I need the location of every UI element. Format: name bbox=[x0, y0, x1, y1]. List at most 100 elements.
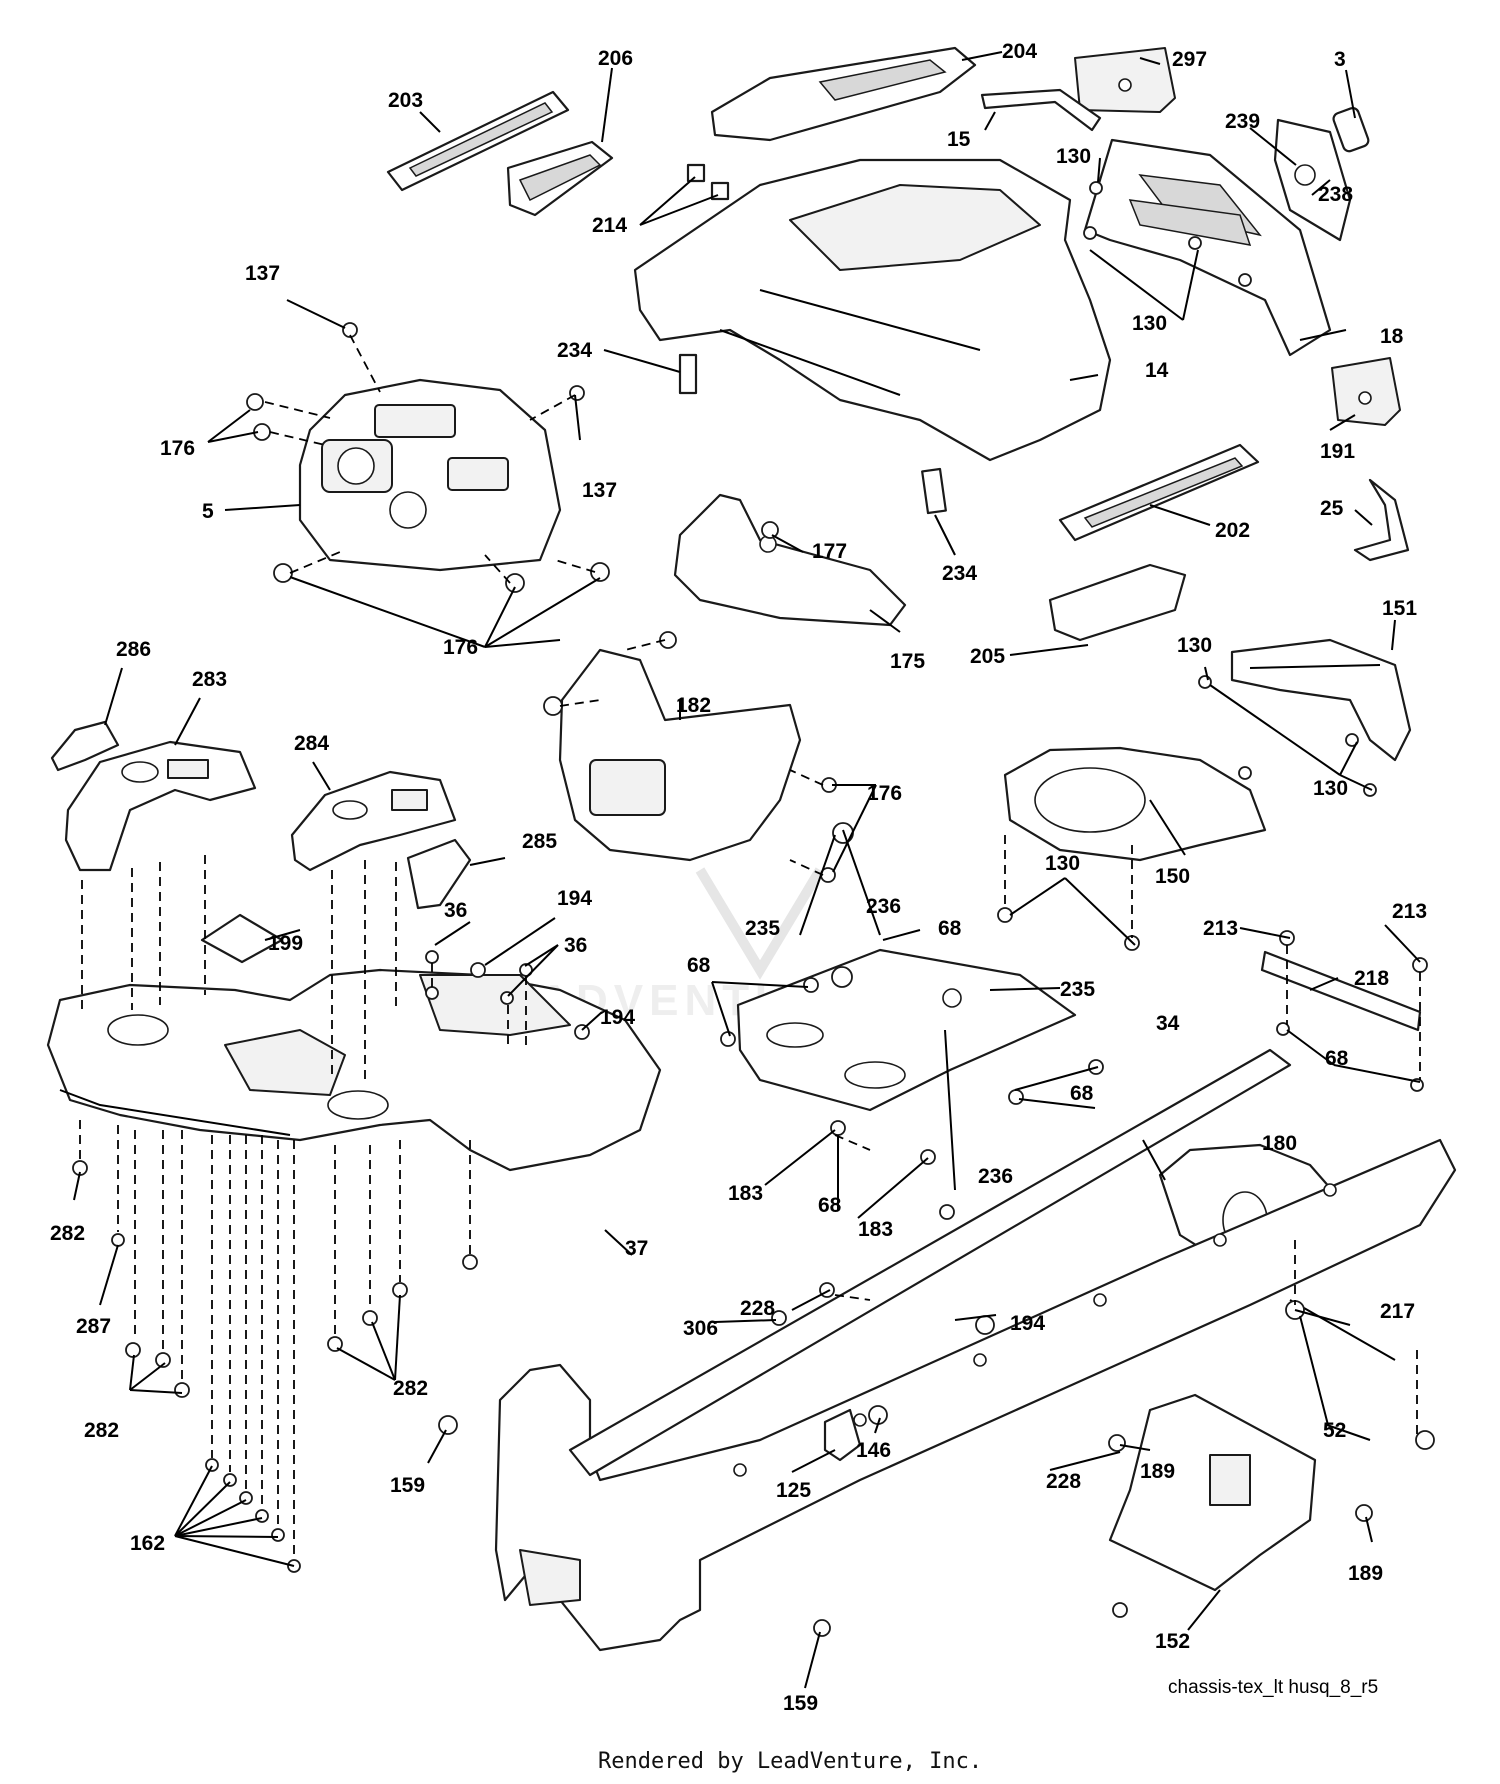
callout-36-upper[interactable]: 36 bbox=[444, 899, 467, 922]
callout-194-frame[interactable]: 194 bbox=[1010, 1312, 1045, 1335]
callout-228-upper[interactable]: 228 bbox=[740, 1297, 775, 1320]
callout-159-bottom[interactable]: 159 bbox=[783, 1692, 818, 1715]
callout-137-top[interactable]: 137 bbox=[245, 262, 280, 285]
callout-15[interactable]: 15 bbox=[947, 128, 971, 151]
callout-194-upper[interactable]: 194 bbox=[557, 887, 592, 910]
callout-234-lower[interactable]: 234 bbox=[942, 562, 977, 585]
part-214-clips[interactable] bbox=[686, 163, 730, 201]
callout-199[interactable]: 199 bbox=[268, 932, 303, 955]
callout-204[interactable]: 204 bbox=[1002, 40, 1037, 63]
part-34-mount-plate[interactable] bbox=[736, 948, 1077, 1112]
callout-235-right[interactable]: 235 bbox=[1060, 978, 1095, 1001]
callout-287[interactable]: 287 bbox=[76, 1315, 111, 1338]
callout-205[interactable]: 205 bbox=[970, 645, 1005, 668]
callout-5[interactable]: 5 bbox=[202, 500, 214, 523]
callout-236-upper[interactable]: 236 bbox=[866, 895, 901, 918]
callout-68-lower[interactable]: 68 bbox=[818, 1194, 842, 1217]
part-5-dash-panel[interactable] bbox=[298, 378, 562, 572]
part-18-front-grille[interactable] bbox=[1083, 138, 1332, 357]
callout-189-right[interactable]: 189 bbox=[1348, 1562, 1383, 1585]
callout-183-right[interactable]: 183 bbox=[858, 1218, 893, 1241]
part-182-lower-dash[interactable] bbox=[558, 648, 802, 862]
part-25-side-trim[interactable] bbox=[1353, 478, 1410, 562]
callout-68-plate[interactable]: 68 bbox=[1070, 1082, 1094, 1105]
callout-130-hood[interactable]: 130 bbox=[1132, 312, 1167, 335]
callout-206[interactable]: 206 bbox=[598, 47, 633, 70]
callout-214[interactable]: 214 bbox=[592, 214, 627, 237]
callout-176-left[interactable]: 176 bbox=[160, 437, 195, 460]
callout-68-left[interactable]: 68 bbox=[687, 954, 711, 977]
callout-18[interactable]: 18 bbox=[1380, 325, 1404, 348]
part-199-clip[interactable] bbox=[200, 913, 284, 964]
callout-130-right[interactable]: 130 bbox=[1313, 777, 1348, 800]
callout-152[interactable]: 152 bbox=[1155, 1630, 1190, 1653]
callout-34[interactable]: 34 bbox=[1156, 1012, 1180, 1035]
callout-182[interactable]: 182 bbox=[676, 694, 711, 717]
callout-191[interactable]: 191 bbox=[1320, 440, 1355, 463]
part-37-fender[interactable] bbox=[46, 968, 662, 1172]
part-151-bracket[interactable] bbox=[1230, 638, 1412, 762]
callout-52[interactable]: 52 bbox=[1323, 1419, 1346, 1442]
part-152-shield[interactable] bbox=[1108, 1393, 1317, 1592]
part-234-tab-lower[interactable] bbox=[921, 467, 947, 515]
part-234-tab-upper[interactable] bbox=[678, 353, 698, 395]
part-frame[interactable] bbox=[494, 1048, 1457, 1652]
callout-125[interactable]: 125 bbox=[776, 1479, 811, 1502]
callout-159-left[interactable]: 159 bbox=[390, 1474, 425, 1497]
part-14-hood[interactable] bbox=[633, 158, 1112, 462]
callout-218[interactable]: 218 bbox=[1354, 967, 1389, 990]
callout-176-middle[interactable]: 176 bbox=[443, 636, 478, 659]
callout-130-bracket[interactable]: 130 bbox=[1177, 634, 1212, 657]
part-286-knob[interactable] bbox=[50, 720, 120, 772]
callout-194-lower[interactable]: 194 bbox=[600, 1006, 635, 1029]
part-191-pad[interactable] bbox=[1331, 357, 1401, 426]
part-204-hood-top[interactable] bbox=[710, 46, 977, 142]
callout-177[interactable]: 177 bbox=[812, 540, 847, 563]
part-150-shroud[interactable] bbox=[1003, 746, 1267, 862]
callout-183-left[interactable]: 183 bbox=[728, 1182, 763, 1205]
callout-202[interactable]: 202 bbox=[1215, 519, 1250, 542]
callout-203[interactable]: 203 bbox=[388, 89, 423, 112]
callout-176-right[interactable]: 176 bbox=[867, 782, 902, 805]
part-283-fender-cover-left[interactable] bbox=[64, 740, 257, 872]
part-175-bracket[interactable] bbox=[673, 493, 907, 627]
part-238-bracket[interactable] bbox=[1273, 118, 1352, 242]
callout-234-upper[interactable]: 234 bbox=[557, 339, 592, 362]
callout-68-bar[interactable]: 68 bbox=[1325, 1047, 1349, 1070]
callout-150[interactable]: 150 bbox=[1155, 865, 1190, 888]
part-203-grille[interactable] bbox=[386, 90, 570, 192]
callout-36-lower[interactable]: 36 bbox=[564, 934, 587, 957]
callout-25[interactable]: 25 bbox=[1320, 497, 1344, 520]
callout-236-lower[interactable]: 236 bbox=[978, 1165, 1013, 1188]
callout-130-shroud[interactable]: 130 bbox=[1045, 852, 1080, 875]
callout-284[interactable]: 284 bbox=[294, 732, 329, 755]
callout-238[interactable]: 238 bbox=[1318, 183, 1353, 206]
part-284-fender-cover-right[interactable] bbox=[290, 770, 457, 872]
callout-286[interactable]: 286 bbox=[116, 638, 151, 661]
callout-285[interactable]: 285 bbox=[522, 830, 557, 853]
callout-282-right[interactable]: 282 bbox=[393, 1377, 428, 1400]
callout-283[interactable]: 283 bbox=[192, 668, 227, 691]
part-205-vent[interactable] bbox=[1048, 563, 1187, 642]
callout-162[interactable]: 162 bbox=[130, 1532, 165, 1555]
callout-175[interactable]: 175 bbox=[890, 650, 925, 673]
callout-180[interactable]: 180 bbox=[1262, 1132, 1297, 1155]
callout-130-top[interactable]: 130 bbox=[1056, 145, 1091, 168]
callout-3[interactable]: 3 bbox=[1334, 48, 1346, 71]
callout-189-left[interactable]: 189 bbox=[1140, 1460, 1175, 1483]
part-297-pad[interactable] bbox=[1074, 47, 1176, 113]
part-285-trim[interactable] bbox=[406, 838, 472, 910]
callout-213-right[interactable]: 213 bbox=[1392, 900, 1427, 923]
callout-282-left[interactable]: 282 bbox=[50, 1222, 85, 1245]
callout-235-upper[interactable]: 235 bbox=[745, 917, 780, 940]
part-15-trim[interactable] bbox=[980, 88, 1102, 132]
part-125-bracket[interactable] bbox=[823, 1408, 862, 1462]
callout-146[interactable]: 146 bbox=[856, 1439, 891, 1462]
callout-217[interactable]: 217 bbox=[1380, 1300, 1415, 1323]
callout-213-left[interactable]: 213 bbox=[1203, 917, 1238, 940]
callout-228-lower[interactable]: 228 bbox=[1046, 1470, 1081, 1493]
callout-297[interactable]: 297 bbox=[1172, 48, 1207, 71]
callout-37[interactable]: 37 bbox=[625, 1237, 648, 1260]
callout-137-right[interactable]: 137 bbox=[582, 479, 617, 502]
callout-239[interactable]: 239 bbox=[1225, 110, 1260, 133]
